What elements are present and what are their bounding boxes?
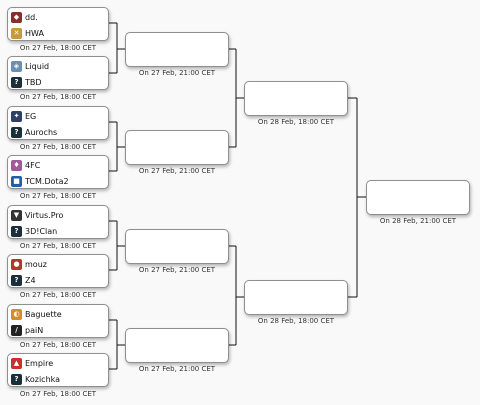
- mouz-logo-icon: ●: [11, 258, 22, 270]
- team-slot: ?Aurochs: [11, 125, 57, 139]
- team-name: EG: [25, 111, 37, 121]
- match-virtuspro-vs-3dclan[interactable]: ▼Virtus.Pro ?3D!Clan: [7, 205, 109, 239]
- tcm-logo-icon: ■: [11, 175, 22, 187]
- virtuspro-logo-icon: ▼: [11, 209, 22, 221]
- team-slot: ?3D!Clan: [11, 224, 57, 238]
- team-name: Liquid: [25, 61, 50, 71]
- team-slot: ▲Empire: [11, 356, 53, 370]
- team-slot: ●mouz: [11, 257, 47, 271]
- team-name: Aurochs: [25, 127, 58, 137]
- hwa-logo-icon: ✕: [11, 27, 22, 39]
- team-name: Z4: [25, 275, 36, 285]
- question-icon: ?: [11, 373, 22, 385]
- team-name: dd.: [25, 12, 38, 22]
- question-icon: ?: [11, 126, 22, 138]
- team-name: 4FC: [25, 160, 41, 170]
- team-slot: /paiN: [11, 323, 43, 337]
- liquid-logo-icon: ◈: [11, 60, 22, 72]
- quarterfinal-slot-2[interactable]: [125, 130, 229, 165]
- team-slot: ?Kozichka: [11, 372, 60, 386]
- team-slot: ♦4FC: [11, 158, 40, 172]
- match-baguette-vs-pain[interactable]: ◐Baguette /paiN: [7, 304, 109, 338]
- match-date: On 27 Feb, 18:00 CET: [19, 192, 97, 200]
- match-date: On 27 Feb, 21:00 CET: [138, 365, 216, 373]
- question-icon: ?: [11, 225, 22, 237]
- baguette-logo-icon: ◐: [11, 308, 22, 320]
- team-slot: ✦EG: [11, 109, 36, 123]
- empire-logo-icon: ▲: [11, 357, 22, 369]
- 4fc-logo-icon: ♦: [11, 159, 22, 171]
- final-slot[interactable]: [366, 180, 470, 215]
- match-date: On 27 Feb, 18:00 CET: [19, 44, 97, 52]
- match-date: On 27 Feb, 18:00 CET: [19, 242, 97, 250]
- team-slot: ◐Baguette: [11, 307, 62, 321]
- match-date: On 27 Feb, 18:00 CET: [19, 93, 97, 101]
- match-date: On 27 Feb, 18:00 CET: [19, 291, 97, 299]
- match-date: On 27 Feb, 18:00 CET: [19, 341, 97, 349]
- match-date: On 27 Feb, 21:00 CET: [138, 266, 216, 274]
- dd-logo-icon: ◆: [11, 11, 22, 23]
- team-slot: ◆dd.: [11, 10, 38, 24]
- team-slot: ◈Liquid: [11, 59, 49, 73]
- team-name: 3D!Clan: [25, 226, 58, 236]
- team-slot: ■TCM.Dota2: [11, 174, 69, 188]
- team-slot: ?Z4: [11, 273, 36, 287]
- match-date: On 27 Feb, 18:00 CET: [19, 390, 97, 398]
- team-name: HWA: [25, 28, 44, 38]
- quarterfinal-slot-3[interactable]: [125, 229, 229, 264]
- team-name: TCM.Dota2: [25, 176, 69, 186]
- team-slot: ✕HWA: [11, 26, 44, 40]
- team-name: Virtus.Pro: [25, 210, 64, 220]
- team-slot: ▼Virtus.Pro: [11, 208, 63, 222]
- quarterfinal-slot-4[interactable]: [125, 328, 229, 363]
- eg-logo-icon: ✦: [11, 110, 22, 122]
- team-name: TBD: [25, 77, 42, 87]
- match-date: On 27 Feb, 18:00 CET: [19, 143, 97, 151]
- semifinal-slot-2[interactable]: [244, 280, 348, 315]
- team-name: paiN: [25, 325, 44, 335]
- question-icon: ?: [11, 76, 22, 88]
- match-date: On 27 Feb, 21:00 CET: [138, 167, 216, 175]
- match-date: On 27 Feb, 21:00 CET: [138, 69, 216, 77]
- team-slot: ?TBD: [11, 75, 42, 89]
- quarterfinal-slot-1[interactable]: [125, 32, 229, 67]
- match-empire-vs-kozichka[interactable]: ▲Empire ?Kozichka: [7, 353, 109, 387]
- match-eg-vs-aurochs[interactable]: ✦EG ?Aurochs: [7, 106, 109, 140]
- match-liquid-vs-tbd[interactable]: ◈Liquid ?TBD: [7, 56, 109, 90]
- match-date: On 28 Feb, 21:00 CET: [379, 217, 457, 225]
- team-name: Baguette: [25, 309, 62, 319]
- match-date: On 28 Feb, 18:00 CET: [257, 118, 335, 126]
- question-icon: ?: [11, 274, 22, 286]
- match-dd-vs-hwa[interactable]: ◆dd. ✕HWA: [7, 7, 109, 41]
- match-mouz-vs-z4[interactable]: ●mouz ?Z4: [7, 254, 109, 288]
- pain-logo-icon: /: [11, 324, 22, 336]
- team-name: Empire: [25, 358, 54, 368]
- match-4fc-vs-tcm[interactable]: ♦4FC ■TCM.Dota2: [7, 155, 109, 189]
- team-name: Kozichka: [25, 374, 61, 384]
- match-date: On 28 Feb, 18:00 CET: [257, 317, 335, 325]
- semifinal-slot-1[interactable]: [244, 81, 348, 116]
- team-name: mouz: [25, 259, 47, 269]
